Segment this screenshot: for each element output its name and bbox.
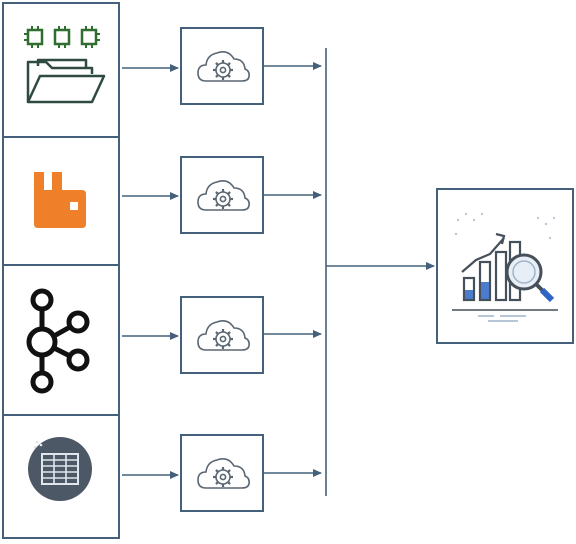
- gear-ring: [215, 331, 231, 347]
- cloud-gear-icon: [197, 180, 250, 211]
- gear-ring: [215, 62, 231, 78]
- kafka-icon: [26, 288, 90, 394]
- cloud-gear-icon: [197, 51, 250, 82]
- cloud-shape: [197, 51, 250, 82]
- source-cell-files: [4, 4, 118, 138]
- gear-hub: [219, 195, 227, 203]
- cloud-gear-icon: [197, 320, 250, 351]
- gear-hub: [219, 473, 227, 481]
- source-cell-kafka: [4, 266, 118, 416]
- processor-box-4: [180, 434, 264, 512]
- cloud-shape: [197, 320, 250, 351]
- source-cell-database: [4, 416, 118, 539]
- cloud-gear-icon: [197, 458, 250, 489]
- gear-hub: [219, 335, 227, 343]
- cloud-shape: [197, 180, 250, 211]
- chart-magnifier-icon: [452, 212, 558, 322]
- gear-ring: [215, 191, 231, 207]
- cloud-shape: [197, 458, 250, 489]
- source-panel: [2, 2, 120, 539]
- table-grid-icon: [28, 437, 92, 501]
- analytics-box: [436, 188, 574, 344]
- folder-with-chips-icon: [24, 26, 106, 104]
- processor-box-3: [180, 296, 264, 374]
- processor-box-2: [180, 156, 264, 234]
- source-cell-rabbitmq: [4, 138, 118, 266]
- rabbitmq-icon: [34, 172, 86, 228]
- processor-box-1: [180, 27, 264, 105]
- gear-hub: [219, 66, 227, 74]
- gear-ring: [215, 469, 231, 485]
